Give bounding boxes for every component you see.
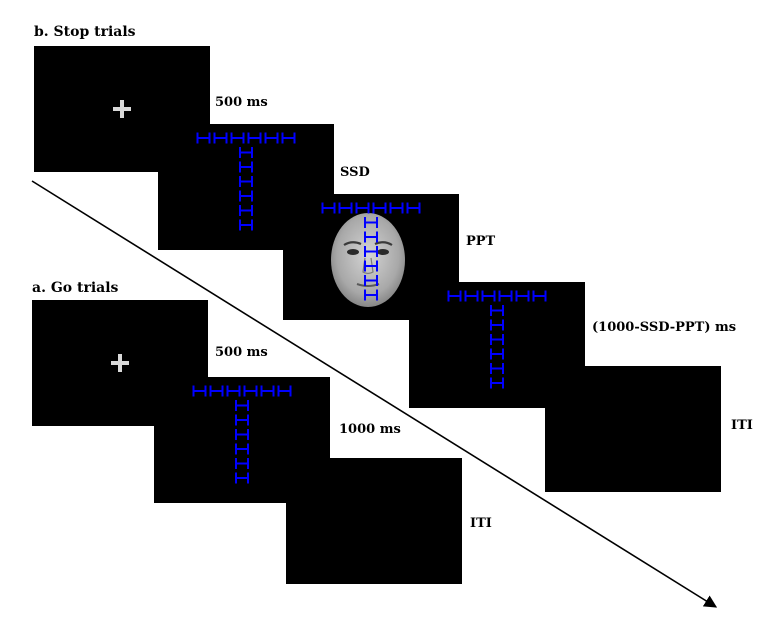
- letter-h-mark: [490, 334, 504, 345]
- letter-t-stimulus: [192, 385, 292, 484]
- letter-h-mark: [364, 275, 378, 286]
- letter-h-mark: [235, 443, 249, 455]
- stop-fixation-duration: 500 ms: [215, 95, 268, 110]
- letter-h-mark: [239, 147, 253, 158]
- letter-h-mark: [364, 217, 378, 228]
- letter-h-mark: [364, 231, 378, 243]
- letter-t-stimulus: [321, 202, 421, 301]
- letter-h-mark: [226, 385, 241, 397]
- letter-h-mark: [239, 176, 253, 187]
- letter-h-mark: [235, 400, 249, 411]
- stop-trials-title: b. Stop trials: [34, 24, 136, 40]
- letter-h-mark: [235, 429, 249, 440]
- stop-signal-screen: [283, 194, 459, 320]
- letter-h-mark: [364, 246, 378, 257]
- letter-h-mark: [321, 202, 336, 214]
- go-fixation-duration: 500 ms: [215, 345, 268, 360]
- letter-h-mark: [260, 385, 275, 397]
- stop-blank-screen: [545, 366, 721, 492]
- letter-h-mark: [247, 132, 262, 144]
- go-stimulus-duration: 1000 ms: [339, 422, 401, 437]
- letter-h-mark: [490, 319, 504, 331]
- letter-h-mark: [277, 385, 292, 397]
- letter-h-mark: [490, 377, 504, 389]
- stop-iti-duration: ITI: [731, 418, 753, 433]
- letter-h-mark: [490, 363, 504, 374]
- letter-h-mark: [372, 202, 387, 214]
- letter-h-mark: [243, 385, 258, 397]
- letter-h-mark: [355, 202, 370, 214]
- letter-h-mark: [389, 202, 404, 214]
- letter-h-mark: [239, 161, 253, 173]
- letter-h-mark: [209, 385, 224, 397]
- fixation-cross-icon: [113, 100, 131, 118]
- letter-h-mark: [239, 219, 253, 231]
- go-iti-duration: ITI: [470, 516, 492, 531]
- letter-h-mark: [235, 472, 249, 484]
- go-blank-screen: [286, 458, 462, 584]
- letter-h-mark: [338, 202, 353, 214]
- letter-h-mark: [230, 132, 245, 144]
- go-trials-title: a. Go trials: [32, 280, 119, 296]
- letter-h-mark: [235, 414, 249, 426]
- letter-h-mark: [498, 290, 513, 302]
- letter-h-mark: [192, 385, 207, 397]
- letter-h-mark: [239, 190, 253, 202]
- letter-h-mark: [281, 132, 296, 144]
- letter-h-mark: [490, 305, 504, 316]
- letter-h-mark: [447, 290, 462, 302]
- stop-ppt-duration: PPT: [466, 234, 496, 249]
- fixation-cross-icon: [111, 354, 129, 372]
- letter-h-mark: [239, 205, 253, 216]
- letter-h-mark: [464, 290, 479, 302]
- letter-h-mark: [364, 289, 378, 301]
- letter-t-stimulus: [447, 290, 547, 389]
- letter-h-mark: [515, 290, 530, 302]
- letter-h-mark: [364, 260, 378, 272]
- letter-h-mark: [481, 290, 496, 302]
- letter-t-stimulus: [196, 132, 296, 231]
- stop-ssd-duration: SSD: [340, 165, 370, 180]
- letter-h-mark: [490, 348, 504, 360]
- letter-h-mark: [532, 290, 547, 302]
- letter-h-mark: [406, 202, 421, 214]
- letter-h-mark: [196, 132, 211, 144]
- stop-remaining-duration: (1000-SSD-PPT) ms: [592, 320, 737, 335]
- letter-h-mark: [235, 458, 249, 469]
- letter-h-mark: [264, 132, 279, 144]
- face-stop-signal-icon: [331, 213, 405, 307]
- letter-h-mark: [213, 132, 228, 144]
